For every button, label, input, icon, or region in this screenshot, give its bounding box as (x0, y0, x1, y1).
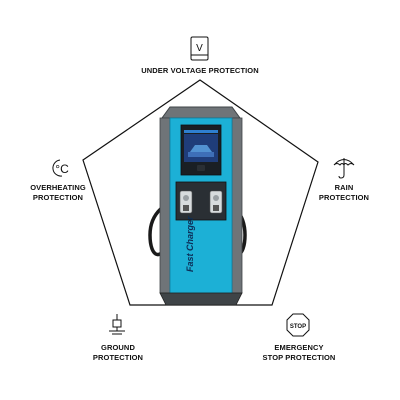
overheating-line1: OVERHEATING (30, 183, 86, 192)
umbrella-icon (333, 158, 355, 179)
overheating-line2: PROTECTION (32, 193, 84, 202)
emergency-stop-protection-label: EMERGENCY STOP PROTECTION (253, 343, 345, 363)
rain-line1: RAIN (334, 183, 354, 192)
screen-header-strip (184, 130, 218, 133)
charger-base (159, 292, 243, 306)
charger-top-cap (161, 106, 241, 119)
under-voltage-protection-text: UNDER VOLTAGE PROTECTION (141, 66, 259, 75)
ev-charger-station: Fast Charger (148, 106, 247, 306)
left-connector-plug (179, 190, 193, 214)
charger-left-pillar (159, 117, 171, 294)
screen-panel (188, 152, 214, 157)
stop-icon-text: STOP (290, 324, 306, 330)
ground-line1: GROUND (101, 343, 135, 352)
voltage-meter-icon: V (190, 36, 209, 61)
charger-right-pillar (231, 117, 243, 294)
emergency-line2: STOP PROTECTION (262, 353, 336, 362)
under-voltage-protection-label: UNDER VOLTAGE PROTECTION (131, 66, 269, 76)
rain-protection-label: RAIN PROTECTION (306, 183, 382, 203)
emergency-line1: EMERGENCY (274, 343, 324, 352)
right-connector-plug (209, 190, 223, 214)
ground-line2: PROTECTION (92, 353, 144, 362)
ground-symbol-icon (109, 314, 125, 335)
screen-car-graphic (190, 145, 212, 152)
ground-protection-label: GROUND PROTECTION (78, 343, 158, 363)
celsius-thermometer-icon: °C (52, 159, 69, 177)
celsius-icon-text: °C (55, 162, 69, 176)
charger-card-reader (197, 165, 205, 171)
overheating-protection-label: OVERHEATING PROTECTION (18, 183, 98, 203)
voltage-icon-letter: V (196, 43, 203, 54)
charger-brand-text: Fast Charger (185, 216, 195, 272)
stop-sign-icon: STOP (286, 313, 310, 337)
rain-line2: PROTECTION (318, 193, 370, 202)
